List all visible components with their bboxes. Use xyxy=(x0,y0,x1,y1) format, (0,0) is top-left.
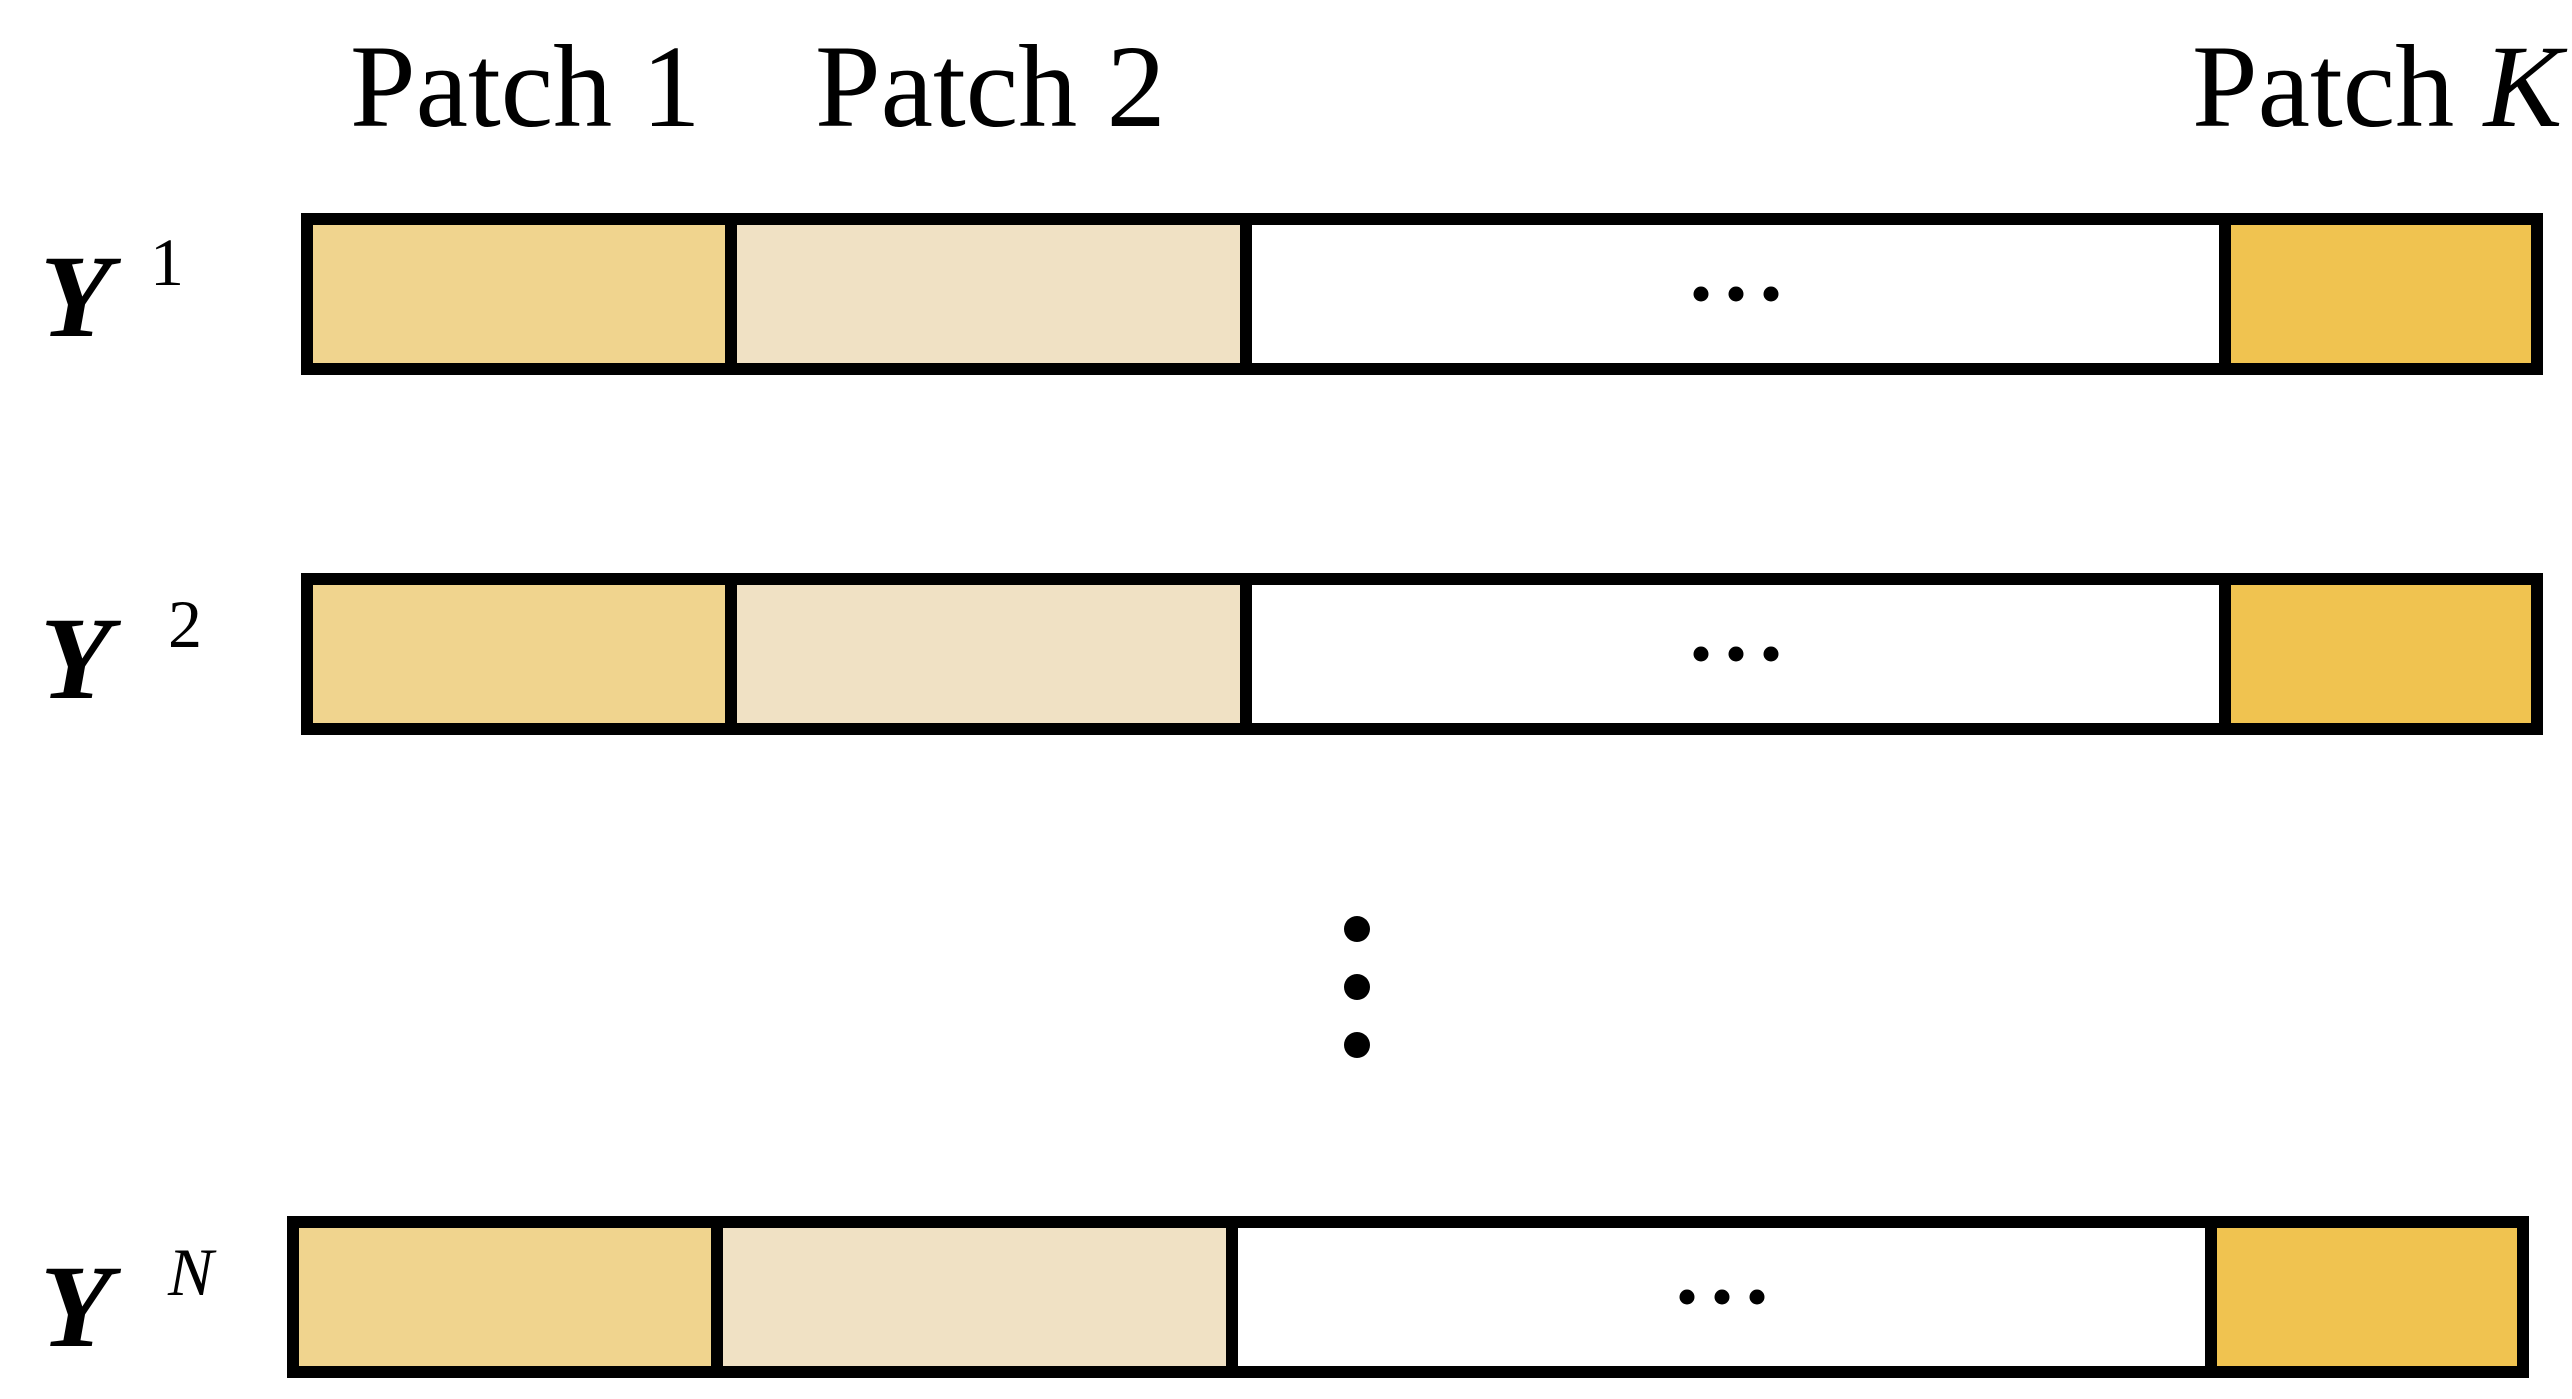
row-label-n: Y N xyxy=(40,1238,213,1366)
patch-1-segment xyxy=(313,225,737,363)
row-symbol: Y xyxy=(40,1241,113,1372)
middle-patches-segment xyxy=(1252,585,2231,723)
sequence-bar-n xyxy=(287,1216,2529,1378)
middle-patches-segment xyxy=(1238,1228,2217,1366)
row-label-1: Y 1 xyxy=(40,228,184,356)
sequence-bar-2 xyxy=(301,573,2543,735)
patch-2-header: Patch 2 xyxy=(815,21,1166,152)
vertical-ellipsis-icon xyxy=(1344,916,1370,1058)
patch-k-segment xyxy=(2231,585,2531,723)
patch-k-header-variable: K xyxy=(2483,21,2563,152)
patch-2-segment xyxy=(723,1228,1238,1366)
ellipsis-icon xyxy=(1693,646,1778,662)
patch-k-header: Patch K xyxy=(2192,28,2562,146)
row-symbol: Y xyxy=(40,593,113,724)
patch-k-header-prefix: Patch xyxy=(2192,21,2484,152)
patch-2-segment xyxy=(737,585,1252,723)
sequence-bar-1 xyxy=(301,213,2543,375)
patch-1-segment xyxy=(299,1228,723,1366)
patch-1-segment xyxy=(313,585,737,723)
patch-1-header: Patch 1 xyxy=(350,21,701,152)
ellipsis-icon xyxy=(1693,286,1778,302)
row-label-2: Y 2 xyxy=(40,590,202,718)
row-superscript: 1 xyxy=(150,224,184,300)
row-superscript: N xyxy=(168,1234,214,1310)
patch-k-segment xyxy=(2217,1228,2517,1366)
row-symbol: Y xyxy=(40,231,113,362)
ellipsis-icon xyxy=(1679,1289,1764,1305)
row-superscript: 2 xyxy=(168,586,202,662)
patch-2-segment xyxy=(737,225,1252,363)
middle-patches-segment xyxy=(1252,225,2231,363)
patch-k-segment xyxy=(2231,225,2531,363)
